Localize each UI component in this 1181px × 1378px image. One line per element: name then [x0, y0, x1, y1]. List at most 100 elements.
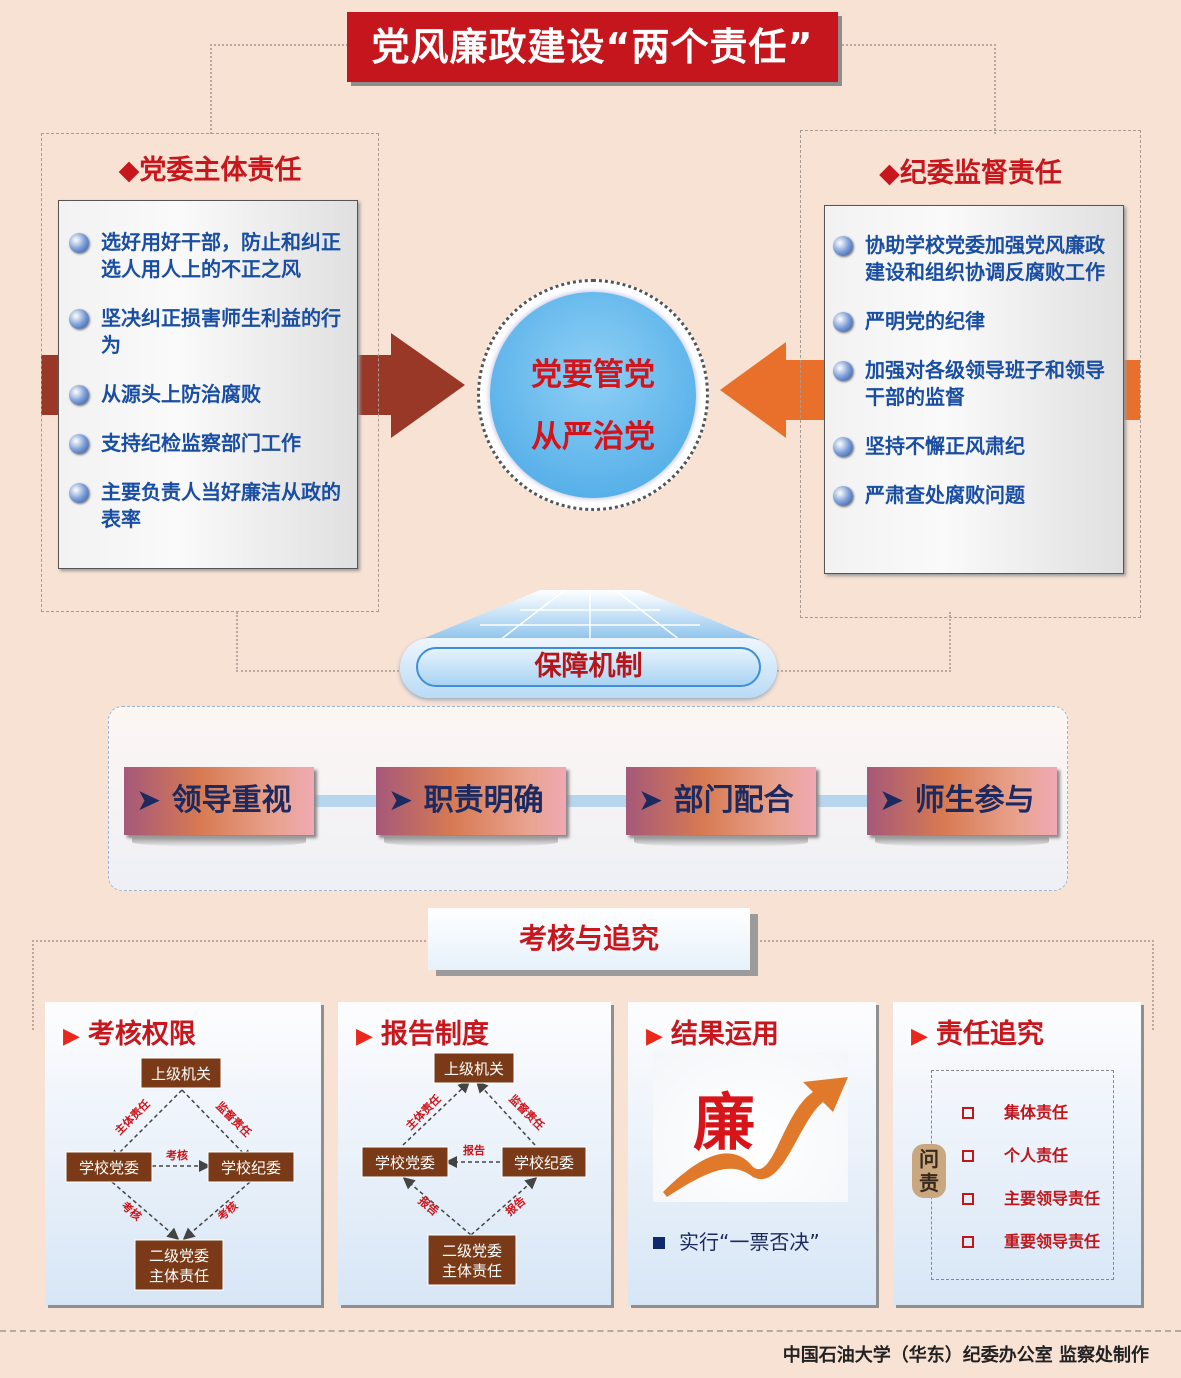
guarantee-item-responsibility: ➤ 职责明确 — [376, 767, 566, 847]
list-item: 坚决纠正损害师生利益的行为 — [63, 305, 347, 359]
panel-reporting-system: ▶报告制度 上级机关 学校党委 学校纪委 二级党委 主体责任 主体责任 监督责任… — [338, 1002, 611, 1305]
node-party-committee: 学校党委 — [79, 1159, 139, 1177]
guarantee-item-participation: ➤ 师生参与 — [867, 767, 1057, 847]
bullet-text: 实行“一票否决” — [679, 1230, 820, 1254]
list-item: 坚持不懈正风肃纪 — [827, 433, 1115, 460]
panel-accountability: ▶ 责任追究 集体责任 个人责任 主要领导责任 重要领导责任 问责 — [893, 1002, 1141, 1305]
panel-title: ▶结果运用 — [646, 1012, 779, 1051]
node-discipline-committee: 学校纪委 — [221, 1159, 281, 1177]
edge-label: 报告 — [463, 1143, 485, 1157]
item-label: 领导重视 — [171, 783, 292, 818]
list-item: 主要领导责任 — [962, 1185, 1100, 1209]
guarantee-item-leadership: ➤ 领导重视 — [124, 767, 314, 847]
bullet-icon — [69, 385, 89, 405]
accountability-list-box: 集体责任 个人责任 主要领导责任 重要领导责任 — [931, 1070, 1114, 1280]
square-bullet-icon — [653, 1237, 665, 1249]
list-item: 个人责任 — [962, 1142, 1068, 1166]
integrity-arrow-image: 廉 — [653, 1052, 848, 1202]
page-title: 党风廉政建设“两个责任” — [347, 12, 838, 82]
node-superior: 上级机关 — [444, 1060, 504, 1078]
assessment-diagram: 上级机关 学校党委 学校纪委 二级党委 主体责任 主体责任 监督责任 考核 考核… — [65, 1057, 295, 1291]
party-committee-heading: ◆党委主体责任 — [118, 155, 302, 186]
panel-title: ▶ 报告制度 — [356, 1012, 489, 1051]
list-item: 重要领导责任 — [962, 1228, 1100, 1252]
guarantee-label: 保障机制 — [416, 647, 761, 687]
footer-credit: 中国石油大学（华东）纪委办公室 监察处制作 — [782, 1345, 1149, 1366]
node-secondary-committee: 二级党委 — [442, 1242, 502, 1260]
item-text: 从源头上防治腐败 — [101, 382, 261, 406]
list-item: 选好用好干部，防止和纠正选人用人上的不正之风 — [63, 229, 347, 283]
triangle-icon: ▶ — [63, 1024, 80, 1049]
platform-grid-graphic — [420, 589, 760, 641]
item-text: 个人责任 — [1004, 1146, 1069, 1165]
arrow-icon: ➤ — [388, 783, 414, 818]
list-item: 协助学校党委加强党风廉政建设和组织协调反腐败工作 — [827, 232, 1115, 286]
checkbox-icon — [962, 1150, 974, 1162]
edge-label: 报告 — [416, 1194, 442, 1219]
bullet-icon — [69, 434, 89, 454]
party-committee-list: 选好用好干部，防止和纠正选人用人上的不正之风 坚决纠正损害师生利益的行为 从源头… — [58, 200, 358, 569]
panel-title-text: 责任追究 — [935, 1019, 1044, 1050]
edge-label: 报告 — [503, 1194, 529, 1219]
guarantee-item-cooperation: ➤ 部门配合 — [626, 767, 816, 847]
bullet-icon — [69, 233, 89, 253]
item-text: 加强对各级领导班子和领导干部的监督 — [865, 358, 1105, 409]
accountability-badge: 问责 — [912, 1144, 946, 1198]
center-line-1: 党要管党 — [531, 357, 655, 393]
assessment-banner: 考核与追究 — [428, 908, 750, 970]
rising-arrow-icon — [663, 1077, 848, 1197]
item-label: 师生参与 — [914, 783, 1035, 818]
footer-divider — [0, 1330, 1181, 1332]
checkbox-icon — [962, 1236, 974, 1248]
item-text: 主要负责人当好廉洁从政的表率 — [101, 480, 341, 531]
bullet-icon — [833, 236, 853, 256]
item-text: 集体责任 — [1004, 1103, 1069, 1122]
connector-bar — [313, 795, 376, 807]
panel-assessment-authority: ▶ 考核权限 上级机关 学校党委 学校纪委 二级党委 主体责任 主体责任 监督责任… — [45, 1002, 321, 1305]
party-committee-frame: ◆党委主体责任 — [41, 133, 379, 612]
panel-title-text: 报告制度 — [380, 1019, 489, 1050]
item-text: 坚持不懈正风肃纪 — [865, 434, 1025, 458]
item-text: 选好用好干部，防止和纠正选人用人上的不正之风 — [101, 230, 341, 281]
edge-label: 主体责任 — [403, 1092, 444, 1133]
item-text: 坚决纠正损害师生利益的行为 — [101, 306, 341, 357]
bullet-icon — [833, 437, 853, 457]
panel-result-application: ▶结果运用 廉 实行“一票否决” — [628, 1002, 876, 1305]
item-text: 协助学校党委加强党风廉政建设和组织协调反腐败工作 — [865, 233, 1105, 284]
edge-label: 主体责任 — [112, 1097, 153, 1138]
edge-label: 考核 — [166, 1148, 188, 1162]
guarantee-mechanism-banner: 保障机制 — [400, 638, 777, 698]
arrow-icon: ➤ — [638, 783, 664, 818]
triangle-icon: ▶ — [356, 1024, 373, 1049]
bullet-icon — [833, 312, 853, 332]
list-item: 加强对各级领导班子和领导干部的监督 — [827, 357, 1115, 411]
checkbox-icon — [962, 1107, 974, 1119]
discipline-committee-heading: ◆纪委监督责任 — [879, 158, 1062, 189]
connector-bar — [816, 795, 867, 807]
center-circle: 党要管党 从严治党 — [477, 279, 709, 511]
panel-title-text: 结果运用 — [670, 1019, 779, 1050]
edge-label: 考核 — [119, 1199, 145, 1224]
list-item: 主要负责人当好廉洁从政的表率 — [63, 479, 347, 533]
item-text: 主要领导责任 — [1004, 1189, 1101, 1208]
list-item: 支持纪检监察部门工作 — [63, 430, 347, 457]
node-secondary-committee: 二级党委 — [149, 1247, 209, 1265]
edge-label: 监督责任 — [506, 1092, 547, 1133]
triangle-icon: ▶ — [911, 1024, 928, 1049]
connector-bar — [566, 795, 626, 807]
list-item: 从源头上防治腐败 — [63, 381, 347, 408]
item-text: 支持纪检监察部门工作 — [101, 431, 301, 455]
node-secondary-responsibility: 主体责任 — [149, 1267, 209, 1285]
edge-label: 考核 — [215, 1199, 241, 1224]
panel-title-text: 考核权限 — [87, 1019, 196, 1050]
bullet-icon — [833, 361, 853, 381]
node-superior: 上级机关 — [151, 1065, 211, 1083]
item-text: 严肃查处腐败问题 — [865, 483, 1025, 507]
panel-title: ▶ 责任追究 — [911, 1012, 1044, 1051]
list-item: 严明党的纪律 — [827, 308, 1115, 335]
item-text: 严明党的纪律 — [865, 309, 985, 333]
item-label: 职责明确 — [423, 783, 544, 818]
arrow-icon: ➤ — [879, 783, 905, 818]
bullet-icon — [69, 309, 89, 329]
panel-title: ▶ 考核权限 — [63, 1012, 196, 1051]
